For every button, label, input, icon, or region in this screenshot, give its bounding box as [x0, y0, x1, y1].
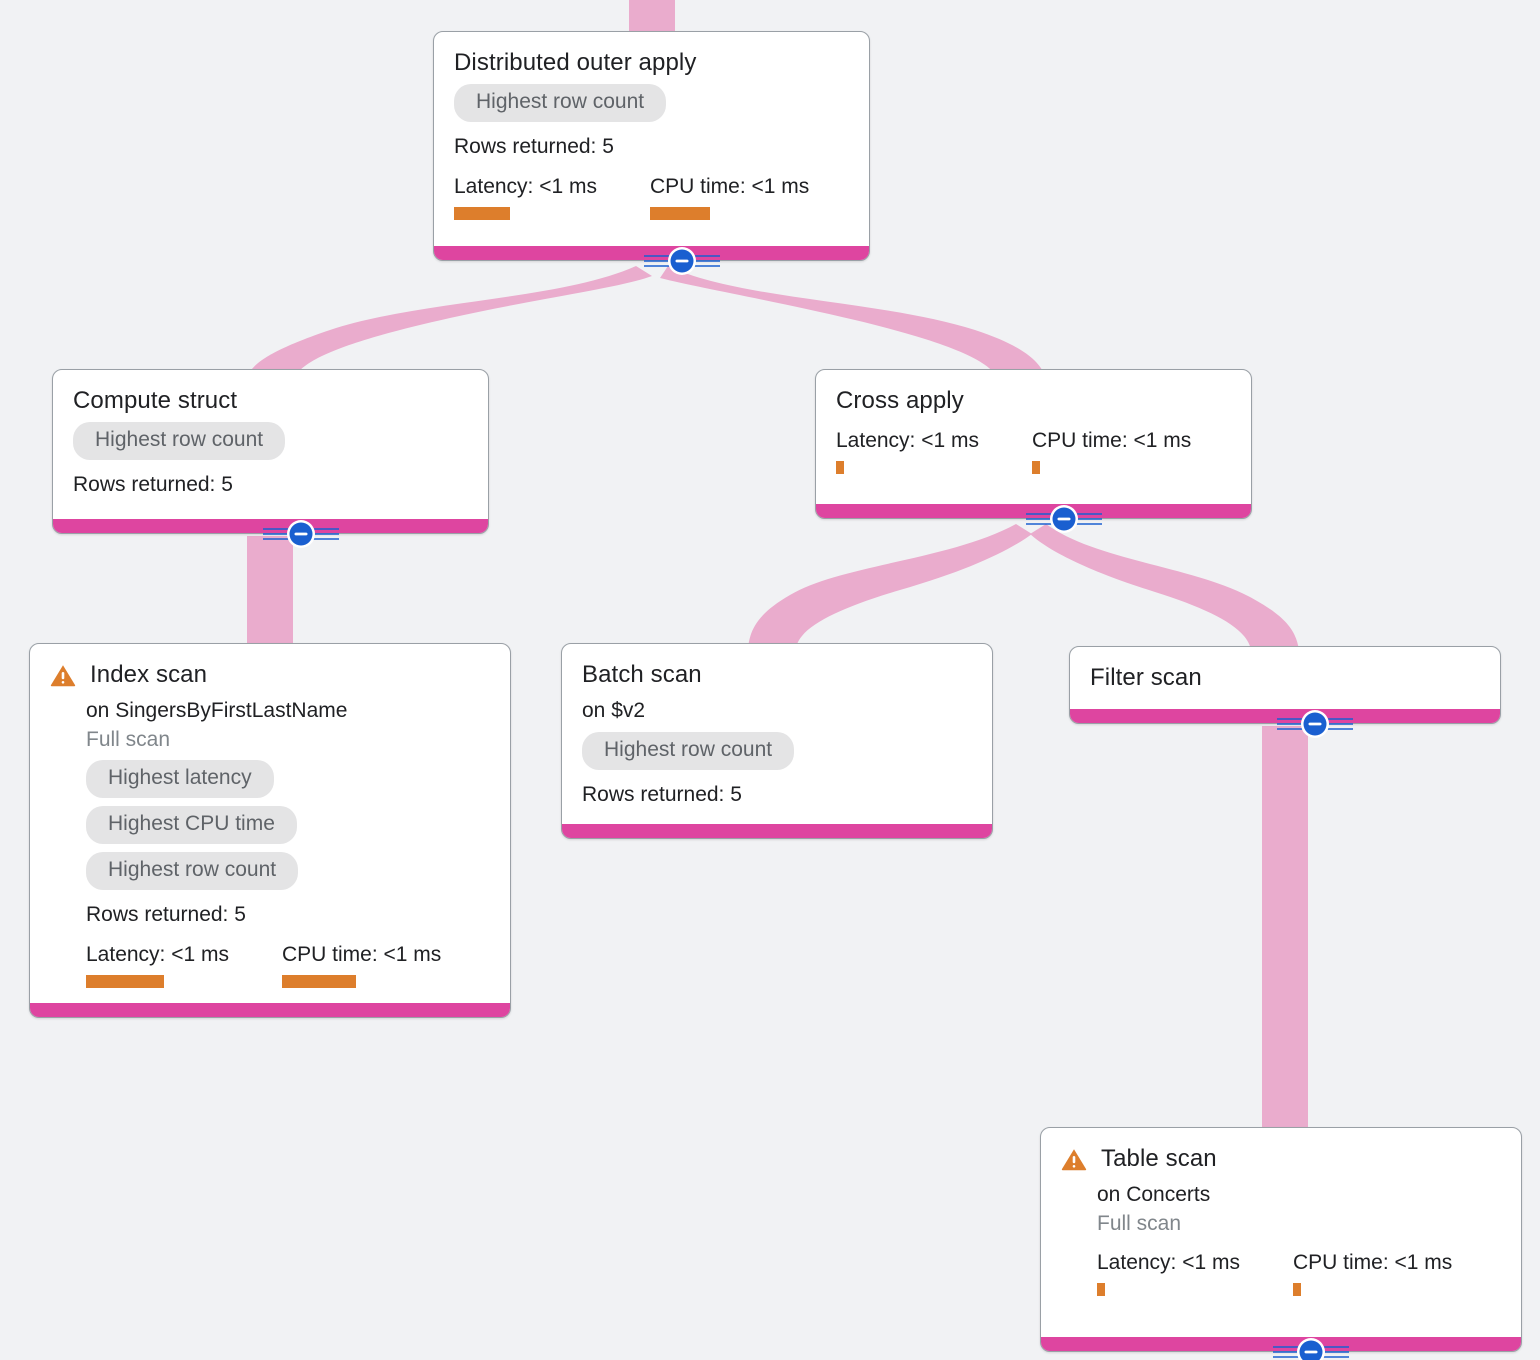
plan-node-filter-scan[interactable]: Filter scan [1069, 646, 1501, 724]
node-title-cross-apply: Cross apply [836, 387, 964, 414]
node-footer-bar-distributed-outer-apply [434, 246, 869, 260]
node-metric-label-distributed-outer-apply-0: Latency: <1 ms [454, 175, 597, 198]
node-metric-table-scan-1: CPU time: <1 ms [1293, 1250, 1452, 1296]
node-metric-bar-distributed-outer-apply-0 [454, 207, 510, 220]
node-metrics-cross-apply: Latency: <1 ms CPU time: <1 ms [836, 428, 1231, 474]
node-subtitle-batch-scan: on $v2 [582, 699, 646, 722]
node-rows-returned-index-scan: Rows returned: 5 [86, 903, 246, 926]
node-metric-bar-table-scan-1 [1293, 1283, 1301, 1296]
node-title-table-scan: Table scan [1101, 1145, 1217, 1172]
node-scan-type-table-scan: Full scan [1097, 1212, 1182, 1235]
node-title-filter-scan: Filter scan [1090, 664, 1202, 691]
node-metric-bar-distributed-outer-apply-1 [650, 207, 710, 220]
edge-cross-apply-to-filter-scan [1030, 524, 1299, 650]
node-metric-cross-apply-0: Latency: <1 ms [836, 428, 1032, 474]
node-title-compute-struct: Compute struct [73, 387, 238, 414]
node-title-row-index-scan: Index scan [50, 660, 490, 690]
node-chip-index-scan-2: Highest row count [86, 852, 299, 890]
node-metrics-distributed-outer-apply: Latency: <1 ms CPU time: <1 ms [454, 174, 849, 220]
edge-cross-apply-to-batch-scan [748, 524, 1032, 648]
node-body-filter-scan: Filter scan [1070, 647, 1500, 709]
node-metric-label-index-scan-0: Latency: <1 ms [86, 943, 229, 966]
edge-root-to-compute-struct [246, 266, 652, 380]
node-footer-bar-filter-scan [1070, 709, 1500, 723]
node-title-row-batch-scan: Batch scan [582, 660, 972, 690]
node-footer-bar-compute-struct [53, 519, 488, 533]
node-metric-bar-index-scan-0 [86, 975, 164, 988]
node-chip-compute-struct-0: Highest row count [73, 422, 286, 460]
node-metric-bar-index-scan-1 [282, 975, 356, 988]
node-metric-distributed-outer-apply-1: CPU time: <1 ms [650, 174, 809, 220]
node-footer-bar-batch-scan [562, 824, 992, 838]
node-metric-label-cross-apply-0: Latency: <1 ms [836, 429, 979, 452]
node-chip-batch-scan-0: Highest row count [582, 732, 795, 770]
node-metric-bar-cross-apply-0 [836, 461, 844, 474]
node-footer-bar-cross-apply [816, 504, 1251, 518]
node-chips-compute-struct: Highest row count [73, 422, 468, 468]
edge-root-to-cross-apply [660, 266, 1046, 380]
node-chip-distributed-outer-apply-0: Highest row count [454, 84, 667, 122]
node-rows-returned-distributed-outer-apply: Rows returned: 5 [454, 135, 614, 158]
node-metric-bar-table-scan-0 [1097, 1283, 1105, 1296]
node-title-index-scan: Index scan [90, 661, 208, 688]
node-chip-index-scan-1: Highest CPU time [86, 806, 297, 844]
node-metric-label-distributed-outer-apply-1: CPU time: <1 ms [650, 175, 810, 198]
node-title-batch-scan: Batch scan [582, 661, 702, 688]
node-title-row-table-scan: Table scan [1061, 1144, 1501, 1174]
node-title-row-compute-struct: Compute struct [73, 386, 468, 416]
node-subtitle-table-scan: on Concerts [1097, 1183, 1211, 1206]
node-metric-label-table-scan-1: CPU time: <1 ms [1293, 1251, 1453, 1274]
node-subtitle-index-scan: on SingersByFirstLastName [86, 699, 348, 722]
node-chip-index-scan-0: Highest latency [86, 760, 274, 798]
node-title-row-cross-apply: Cross apply [836, 386, 1231, 416]
node-metric-label-table-scan-0: Latency: <1 ms [1097, 1251, 1240, 1274]
edge-filter-scan-to-table-scan [1262, 726, 1308, 1132]
collapse-toggle-filter-scan[interactable] [1277, 709, 1353, 739]
collapse-toggle-table-scan[interactable] [1273, 1337, 1349, 1360]
node-metric-bar-cross-apply-1 [1032, 461, 1040, 474]
node-metric-index-scan-0: Latency: <1 ms [86, 942, 282, 988]
node-footer-bar-table-scan [1041, 1337, 1521, 1351]
node-metric-cross-apply-1: CPU time: <1 ms [1032, 428, 1191, 474]
node-metric-distributed-outer-apply-0: Latency: <1 ms [454, 174, 650, 220]
node-scan-type-index-scan: Full scan [86, 728, 171, 751]
node-rows-returned-compute-struct: Rows returned: 5 [73, 473, 233, 496]
node-metric-index-scan-1: CPU time: <1 ms [282, 942, 441, 988]
node-title-row-distributed-outer-apply: Distributed outer apply [454, 48, 849, 78]
node-metrics-index-scan: Latency: <1 ms CPU time: <1 ms [50, 942, 490, 988]
collapse-toggle-distributed-outer-apply[interactable] [643, 246, 720, 276]
node-footer-bar-index-scan [30, 1003, 510, 1017]
edge-compute-struct-to-index-scan [247, 536, 293, 654]
node-metric-label-cross-apply-1: CPU time: <1 ms [1032, 429, 1192, 452]
node-title-distributed-outer-apply: Distributed outer apply [454, 49, 697, 76]
collapse-toggle-compute-struct[interactable] [262, 519, 339, 549]
warning-triangle-icon [1061, 1149, 1087, 1171]
warning-triangle-icon [50, 665, 76, 687]
node-title-row-filter-scan: Filter scan [1090, 663, 1480, 693]
node-metric-table-scan-0: Latency: <1 ms [1097, 1250, 1293, 1296]
node-chips-batch-scan: Highest row count [582, 732, 972, 778]
collapse-toggle-cross-apply[interactable] [1025, 504, 1102, 534]
node-chips-distributed-outer-apply: Highest row count [454, 84, 849, 130]
node-rows-returned-batch-scan: Rows returned: 5 [582, 783, 742, 806]
node-metrics-table-scan: Latency: <1 ms CPU time: <1 ms [1061, 1250, 1501, 1296]
node-metric-label-index-scan-1: CPU time: <1 ms [282, 943, 442, 966]
